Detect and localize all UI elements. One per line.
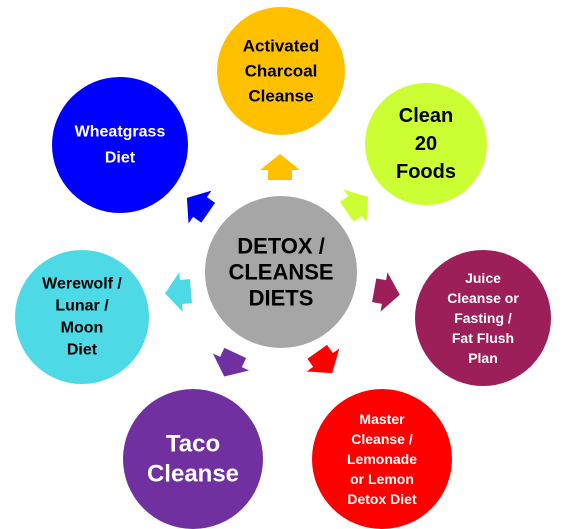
- node-clean-20-foods-label-line: Clean: [399, 105, 453, 127]
- node-circle: [217, 7, 345, 135]
- center-label-line: CLEANSE: [228, 260, 333, 285]
- node-wheatgrass-diet-label-line: Diet: [105, 150, 136, 167]
- arrows-layer: [165, 154, 400, 377]
- arrow-to-master-cleanse: [306, 344, 340, 374]
- node-master-cleanse-label-line: Cleanse /: [351, 431, 413, 447]
- node-juice-cleanse-label-line: Cleanse or: [447, 290, 519, 306]
- node-taco-cleanse-label-line: Cleanse: [147, 461, 239, 488]
- node-master-cleanse-label-line: or Lemon: [350, 471, 414, 487]
- center-circle: [205, 196, 357, 348]
- node-clean-20-foods-label-line: Foods: [396, 161, 456, 183]
- node-werewolf-lunar-moon-diet-label-line: Werewolf /: [42, 276, 122, 293]
- node-master-cleanse-label-line: Master: [359, 411, 405, 427]
- arrow-to-clean-20-foods: [339, 189, 369, 223]
- node-clean-20-foods-label-line: 20: [415, 133, 437, 155]
- node-master-cleanse-label-line: Detox Diet: [347, 491, 417, 507]
- node-circle: [312, 389, 452, 529]
- node-juice-cleanse-label-line: Fat Flush: [452, 330, 514, 346]
- node-circle: [365, 83, 487, 205]
- node-activated-charcoal-cleanse-label-line: Cleanse: [248, 87, 313, 106]
- node-circle: [15, 250, 149, 384]
- center-label-line: DETOX /: [237, 234, 325, 259]
- node-werewolf-lunar-moon-diet-label-line: Lunar /: [55, 298, 109, 315]
- node-werewolf-lunar-moon-diet-label-line: Moon: [61, 320, 104, 337]
- center-label-line: DIETS: [249, 286, 314, 311]
- node-juice-cleanse-label-line: Juice: [465, 270, 501, 286]
- node-juice-cleanse-label-line: Fasting /: [454, 310, 512, 326]
- node-wheatgrass-diet-label-line: Wheatgrass: [75, 124, 166, 141]
- node-circle: [52, 77, 188, 213]
- node-juice-cleanse-label-line: Plan: [468, 350, 498, 366]
- node-master-cleanse-label-line: Lemonade: [347, 451, 417, 467]
- arrow-to-taco-cleanse: [212, 347, 250, 377]
- nodes-layer: ActivatedCharcoalCleanseClean20FoodsJuic…: [15, 7, 551, 529]
- node-activated-charcoal-cleanse-label-line: Activated: [243, 37, 320, 56]
- arrow-to-juice-cleanse: [372, 272, 400, 312]
- node-activated-charcoal-cleanse-label-line: Charcoal: [245, 62, 318, 81]
- node-circle: [123, 389, 263, 529]
- node-werewolf-lunar-moon-diet-label-line: Diet: [67, 342, 98, 359]
- arrow-to-wheatgrass-diet: [186, 190, 216, 224]
- node-taco-cleanse-label-line: Taco: [166, 431, 220, 458]
- arrow-to-werewolf-lunar-moon-diet: [165, 272, 193, 312]
- node-circle: [415, 250, 551, 386]
- arrow-to-activated-charcoal-cleanse: [260, 154, 300, 180]
